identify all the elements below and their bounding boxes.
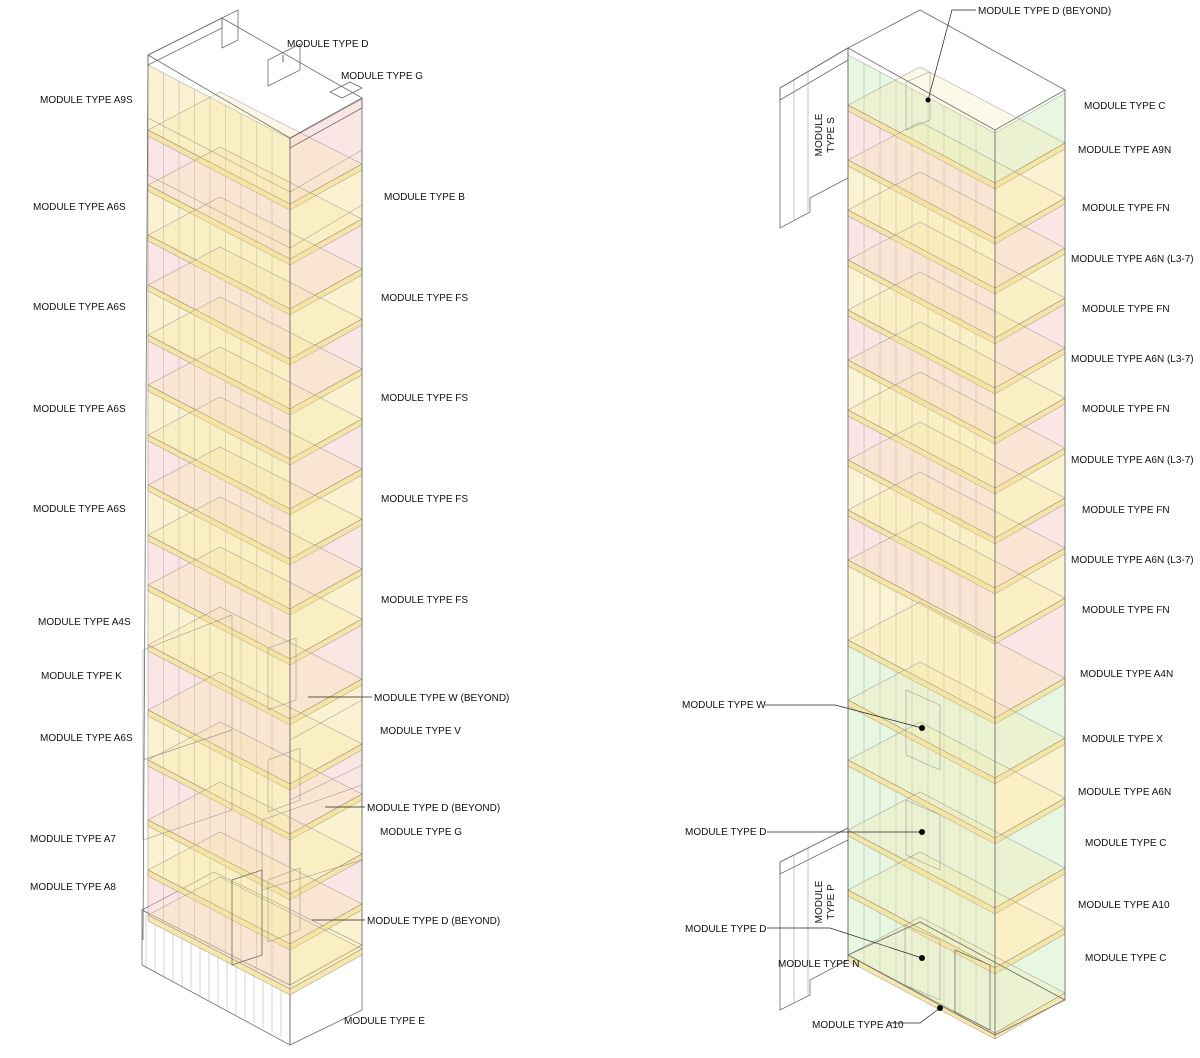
label-right-module-d-beyond: MODULE TYPE D (BEYOND) (978, 6, 1111, 17)
label-right-module-a9n: MODULE TYPE A9N (1078, 145, 1171, 156)
left-tower-left-face (147, 64, 291, 990)
label-module-a4s: MODULE TYPE A4S (38, 617, 131, 628)
label-module-v: MODULE TYPE V (380, 726, 461, 737)
roof-module-d-shape (267, 43, 301, 87)
label-module-fs-2: MODULE TYPE FS (381, 393, 468, 404)
left-tower (141, 9, 363, 1046)
label-right-module-x: MODULE TYPE X (1082, 734, 1163, 745)
label-right-module-a10: MODULE TYPE A10 (1078, 900, 1170, 911)
left-tower-labels-left: MODULE TYPE A9S MODULE TYPE A6S MODULE T… (30, 95, 133, 893)
label-module-p-line1: MODULE (814, 880, 825, 923)
label-module-a6s-1: MODULE TYPE A6S (33, 202, 126, 213)
right-module-d-lower-shape (904, 924, 941, 1001)
slab-edge (289, 948, 363, 996)
label-module-fs-4: MODULE TYPE FS (381, 595, 468, 606)
right-tower-floor-slabs (847, 66, 1066, 1040)
label-module-fs-3: MODULE TYPE FS (381, 494, 468, 505)
label-module-d-top: MODULE TYPE D (287, 39, 369, 50)
label-module-a8: MODULE TYPE A8 (30, 882, 116, 893)
leader-dot (925, 97, 931, 103)
label-right-module-d-2: MODULE TYPE D (685, 924, 767, 935)
leader-dot (937, 1005, 943, 1011)
right-tower-leaders (765, 9, 976, 1024)
label-right-module-fn-4: MODULE TYPE FN (1082, 505, 1170, 516)
label-module-d-beyond-2: MODULE TYPE D (BEYOND) (367, 916, 500, 927)
label-right-module-a4n: MODULE TYPE A4N (1080, 669, 1173, 680)
leader-dot (919, 725, 925, 731)
leader-dot (919, 955, 925, 961)
right-tower (779, 9, 1066, 1040)
module-d-beyond-shape-2 (267, 867, 301, 943)
label-right-module-a6n-3: MODULE TYPE A6N (L3-7) (1071, 455, 1194, 466)
label-right-module-fn-2: MODULE TYPE FN (1082, 304, 1170, 315)
label-module-b: MODULE TYPE B (384, 192, 465, 203)
label-module-a6s-2: MODULE TYPE A6S (33, 302, 126, 313)
label-right-module-a6n-4: MODULE TYPE A6N (L3-7) (1071, 555, 1194, 566)
label-right-module-fn-3: MODULE TYPE FN (1082, 404, 1170, 415)
right-roof-module-d-shape (905, 71, 931, 131)
right-tower-left-face (847, 54, 996, 1034)
label-module-g: MODULE TYPE G (380, 827, 462, 838)
label-right-module-n: MODULE TYPE N (778, 959, 860, 970)
label-right-module-a6n-5: MODULE TYPE A6N (1078, 787, 1171, 798)
label-right-module-d-1: MODULE TYPE D (685, 827, 767, 838)
label-module-fs-1: MODULE TYPE FS (381, 293, 468, 304)
label-module-a9s: MODULE TYPE A9S (40, 95, 133, 106)
label-module-a6s-3: MODULE TYPE A6S (33, 404, 126, 415)
label-right-module-w: MODULE TYPE W (682, 700, 766, 711)
label-module-a6s-4: MODULE TYPE A6S (33, 504, 126, 515)
label-module-g-top: MODULE TYPE G (341, 71, 423, 82)
label-right-module-a6n-2: MODULE TYPE A6N (L3-7) (1071, 354, 1194, 365)
label-module-s-line1: MODULE (814, 113, 825, 156)
label-right-module-c-3: MODULE TYPE C (1085, 953, 1167, 964)
label-right-module-c-1: MODULE TYPE C (1084, 101, 1166, 112)
leader-dot (919, 829, 925, 835)
label-module-a6s-5: MODULE TYPE A6S (40, 733, 133, 744)
module-d-beyond-shape-1 (267, 747, 301, 813)
label-module-d-beyond-1: MODULE TYPE D (BEYOND) (367, 803, 500, 814)
label-module-s-line2: TYPE S (826, 117, 837, 153)
label-right-module-a10-bottom: MODULE TYPE A10 (812, 1020, 904, 1031)
label-right-module-a6n-1: MODULE TYPE A6N (L3-7) (1071, 254, 1194, 265)
label-right-module-fn-5: MODULE TYPE FN (1082, 605, 1170, 616)
left-tower-right-face (289, 98, 363, 990)
left-base-ribs (145, 914, 282, 1038)
label-module-e: MODULE TYPE E (344, 1016, 425, 1027)
left-tower-floor-slabs (147, 91, 363, 996)
label-module-p-line2: TYPE P (826, 884, 837, 920)
module-w-shape (267, 637, 297, 711)
module-a7-bright (142, 729, 233, 841)
label-right-module-c-2: MODULE TYPE C (1085, 838, 1167, 849)
label-module-w-beyond: MODULE TYPE W (BEYOND) (374, 693, 509, 704)
right-module-w-shape (905, 689, 941, 771)
right-tower-labels: MODULE TYPE D (BEYOND) MODULE TYPE C MOD… (682, 6, 1194, 1031)
label-right-module-fn-1: MODULE TYPE FN (1082, 203, 1170, 214)
label-module-k: MODULE TYPE K (41, 671, 122, 682)
label-module-a7: MODULE TYPE A7 (30, 834, 116, 845)
right-module-d-mid-shape (905, 799, 941, 871)
left-tower-leaders (282, 55, 372, 921)
left-tower-labels-right: MODULE TYPE D MODULE TYPE G MODULE TYPE … (287, 39, 509, 1027)
